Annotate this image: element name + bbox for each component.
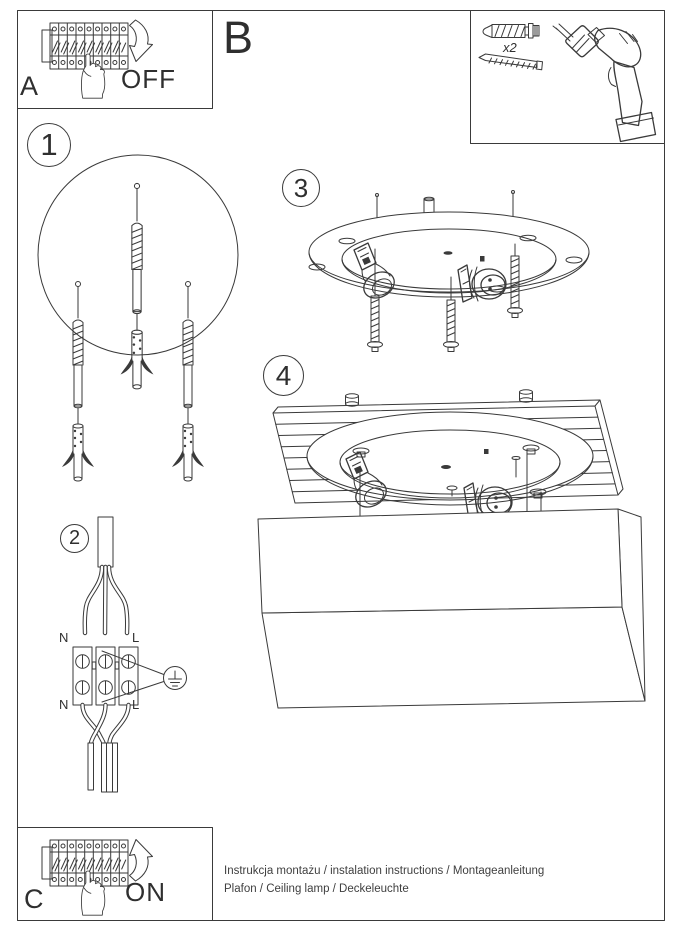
curved-arrow-up-icon <box>129 839 153 882</box>
section-c-box <box>17 827 213 921</box>
section-c-label: C <box>24 884 44 914</box>
curved-arrow-down-icon <box>129 19 153 62</box>
neutral-label-bottom: N <box>59 697 69 712</box>
step-1-number: 1 <box>40 127 58 162</box>
shade-box-icon <box>257 508 646 709</box>
step-2-number: 2 <box>68 527 81 549</box>
round-plate-mounted-icon <box>306 389 594 521</box>
step-3-badge: 3 <box>282 169 320 207</box>
wall-plug-icon <box>482 23 540 39</box>
plate-screws <box>367 243 523 352</box>
page-border <box>17 10 665 921</box>
kit-box <box>470 10 665 144</box>
screw-and-anchor-left <box>61 281 95 482</box>
lamp-wires-icon <box>80 702 131 793</box>
drill-icon <box>552 23 657 143</box>
terminal-block-icon <box>72 646 139 706</box>
section-b-label: B <box>223 12 254 63</box>
ground-symbol-icon <box>101 650 187 703</box>
magnifier-circle-icon <box>37 154 239 356</box>
line-label-bottom: L <box>132 697 140 712</box>
screw-and-anchor-center-zoomed <box>120 182 154 390</box>
section-a-box <box>17 10 213 109</box>
mounting-plate-icon <box>308 190 590 298</box>
line-label-top: L <box>132 630 140 645</box>
breaker-panel-icon <box>41 22 129 70</box>
screw-and-anchor-right <box>171 281 205 482</box>
step-3-number: 3 <box>293 172 309 203</box>
power-off-label: OFF <box>121 64 176 94</box>
section-a-label: A <box>20 71 39 101</box>
ceiling-cable-icon <box>82 516 130 636</box>
footer-line-1: Instrukcja montażu / instalation instruc… <box>224 865 545 877</box>
footer-line-2: Plafon / Ceiling lamp / Deckeleuchte <box>224 882 409 895</box>
breaker-panel-icon-c <box>41 839 129 887</box>
neutral-label-top: N <box>59 630 69 645</box>
anchor-quantity-label: x2 <box>503 40 517 55</box>
step-2-badge: 2 <box>60 524 89 553</box>
step-4-number: 4 <box>275 359 292 391</box>
step-1-badge: 1 <box>27 123 71 167</box>
power-on-label: ON <box>125 877 166 907</box>
screw-icon <box>478 53 543 71</box>
footer-text: Instrukcja montażu / instalation instruc… <box>224 863 544 898</box>
step-4-badge: 4 <box>263 355 304 396</box>
